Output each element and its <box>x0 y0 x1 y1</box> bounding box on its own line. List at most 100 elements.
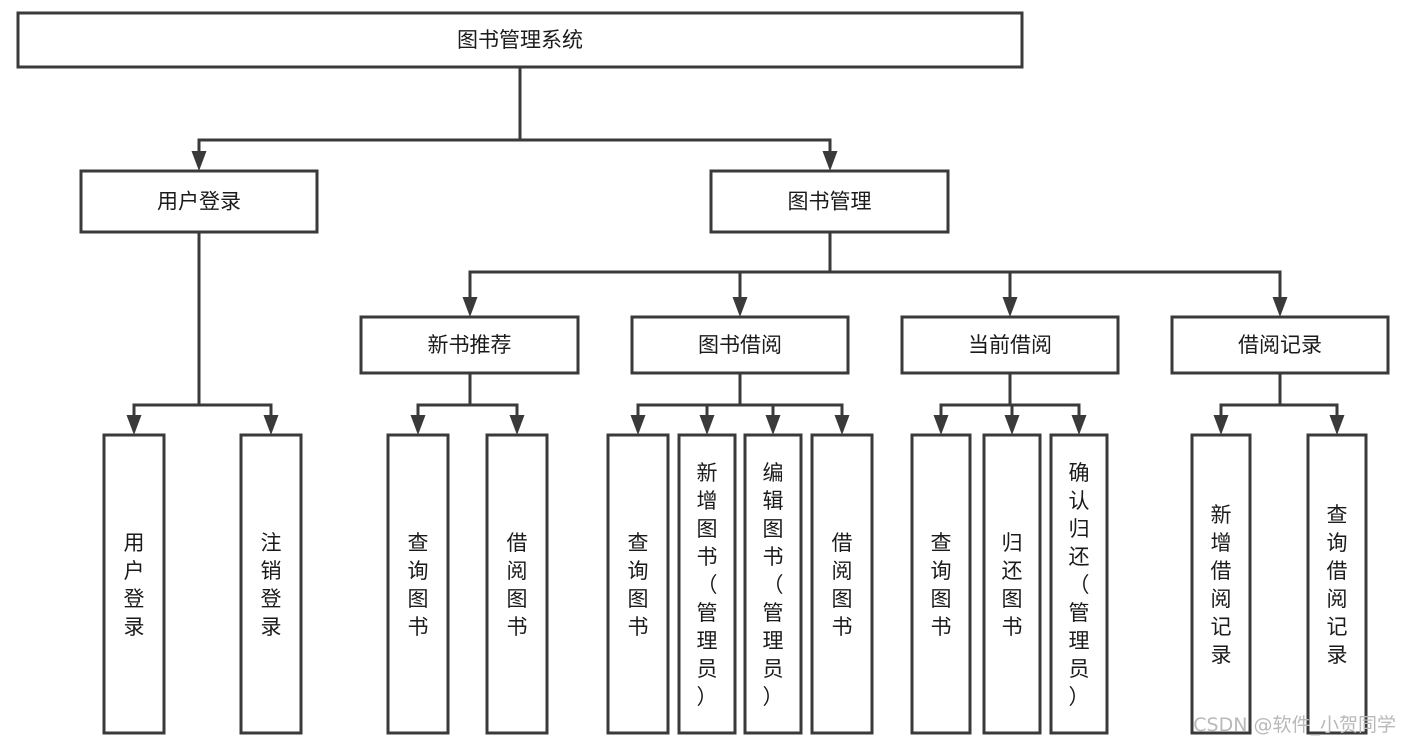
arrow-head-icon <box>462 297 478 317</box>
node-leaf_bo_query[interactable]: 查询图书 <box>606 433 670 735</box>
node-label: 图书管理系统 <box>457 28 583 52</box>
edges-layer <box>126 67 1345 435</box>
connector-root-to-l2_book <box>518 67 838 171</box>
node-label: 借阅图书 <box>507 531 528 639</box>
node-leaf_user_login[interactable]: 用户登录 <box>102 433 166 735</box>
connector-line <box>828 232 1282 297</box>
connector-line <box>738 373 844 415</box>
node-leaf_nb_borrow[interactable]: 借阅图书 <box>485 433 549 735</box>
node-l2_user[interactable]: 用户登录 <box>79 169 319 234</box>
connector-line <box>828 232 1012 297</box>
connector-l2_book-to-l3_record <box>828 232 1288 317</box>
node-label: 查询图书 <box>408 531 429 639</box>
arrow-head-icon <box>410 415 426 435</box>
node-box <box>239 433 303 735</box>
nodes-layer: 图书管理系统用户登录图书管理新书推荐图书借阅当前借阅借阅记录用户登录注销登录查询… <box>16 11 1390 735</box>
node-l3_borrow[interactable]: 图书借阅 <box>630 315 850 375</box>
connector-l3_borrow-to-leaf_bo_lend <box>738 373 850 435</box>
connector-l3_newbook-to-leaf_nb_borrow <box>468 373 525 435</box>
node-leaf_user_logout[interactable]: 注销登录 <box>239 433 303 735</box>
connector-line <box>1008 373 1081 415</box>
node-box <box>677 433 737 735</box>
node-box <box>102 433 166 735</box>
node-box <box>386 433 450 735</box>
node-l2_book[interactable]: 图书管理 <box>709 169 950 234</box>
arrow-head-icon <box>1002 297 1018 317</box>
node-leaf_cu_query[interactable]: 查询图书 <box>910 433 972 735</box>
arrow-head-icon <box>630 415 646 435</box>
node-leaf_bo_edit[interactable]: 编辑图书（管理员） <box>743 433 803 735</box>
connector-line <box>416 373 472 415</box>
node-box <box>1170 315 1390 375</box>
node-leaf_bo_add[interactable]: 新增图书（管理员） <box>677 433 737 735</box>
connector-l3_current-to-leaf_cu_query <box>933 373 1012 435</box>
node-leaf_re_add[interactable]: 新增借阅记录 <box>1190 433 1252 735</box>
node-label: 新增借阅记录 <box>1211 503 1232 667</box>
node-leaf_cu_return[interactable]: 归还图书 <box>982 433 1042 735</box>
arrow-head-icon <box>263 415 279 435</box>
node-box <box>810 433 874 735</box>
node-label: 查询图书 <box>628 531 649 639</box>
node-box <box>709 169 950 234</box>
node-box <box>1306 433 1368 735</box>
node-label: 借阅记录 <box>1238 333 1322 357</box>
node-box <box>910 433 972 735</box>
node-label: 用户登录 <box>124 531 145 639</box>
connector-line <box>636 373 742 415</box>
node-label: 用户登录 <box>157 190 241 214</box>
arrow-head-icon <box>699 415 715 435</box>
node-l3_record[interactable]: 借阅记录 <box>1170 315 1390 375</box>
node-l3_newbook[interactable]: 新书推荐 <box>359 315 580 375</box>
connector-line <box>738 232 832 297</box>
node-label: 编辑图书（管理员） <box>763 461 784 709</box>
connector-l3_current-to-leaf_cu_confirm <box>1008 373 1087 435</box>
node-leaf_bo_lend[interactable]: 借阅图书 <box>810 433 874 735</box>
connector-line <box>1278 373 1339 415</box>
node-box <box>982 433 1042 735</box>
node-box <box>1049 433 1109 735</box>
connector-l2_user-to-leaf_user_logout <box>197 232 279 435</box>
connector-line <box>1219 373 1282 415</box>
connector-l3_borrow-to-leaf_bo_add <box>699 373 742 435</box>
node-root[interactable]: 图书管理系统 <box>16 11 1024 69</box>
arrow-head-icon <box>1272 297 1288 317</box>
node-box <box>359 315 580 375</box>
arrow-head-icon <box>933 415 949 435</box>
node-box <box>743 433 803 735</box>
connector-line <box>197 232 273 415</box>
arrow-head-icon <box>191 151 207 171</box>
node-label: 当前借阅 <box>968 333 1052 357</box>
connector-line <box>705 373 742 415</box>
node-label: 注销登录 <box>261 531 282 639</box>
node-label: 查询借阅记录 <box>1327 503 1348 667</box>
node-leaf_re_query[interactable]: 查询借阅记录 <box>1306 433 1368 735</box>
node-box <box>606 433 670 735</box>
connector-l2_book-to-l3_newbook <box>462 232 832 317</box>
arrow-head-icon <box>1213 415 1229 435</box>
node-l3_current[interactable]: 当前借阅 <box>900 315 1120 375</box>
node-leaf_nb_query[interactable]: 查询图书 <box>386 433 450 735</box>
connector-line <box>468 232 832 297</box>
watermark-label: CSDN @软件_小贺同学 <box>1193 714 1396 736</box>
connector-line <box>518 67 832 151</box>
node-box <box>79 169 319 234</box>
node-leaf_cu_confirm[interactable]: 确认归还（管理员） <box>1049 433 1109 735</box>
arrow-head-icon <box>1071 415 1087 435</box>
node-label: 新增图书（管理员） <box>697 461 718 709</box>
node-box <box>900 315 1120 375</box>
arrow-head-icon <box>732 297 748 317</box>
connector-l3_newbook-to-leaf_nb_query <box>410 373 472 435</box>
connector-line <box>939 373 1012 415</box>
node-label: 确认归还（管理员） <box>1069 461 1090 709</box>
arrow-head-icon <box>765 415 781 435</box>
node-box <box>1190 433 1252 735</box>
arrow-head-icon <box>1329 415 1345 435</box>
arrow-head-icon <box>834 415 850 435</box>
connector-root-to-l2_user <box>191 67 522 171</box>
node-label: 图书管理 <box>788 190 872 214</box>
connector-l3_record-to-leaf_re_add <box>1213 373 1282 435</box>
connector-l2_book-to-l3_current <box>828 232 1018 317</box>
node-label: 图书借阅 <box>698 333 782 357</box>
